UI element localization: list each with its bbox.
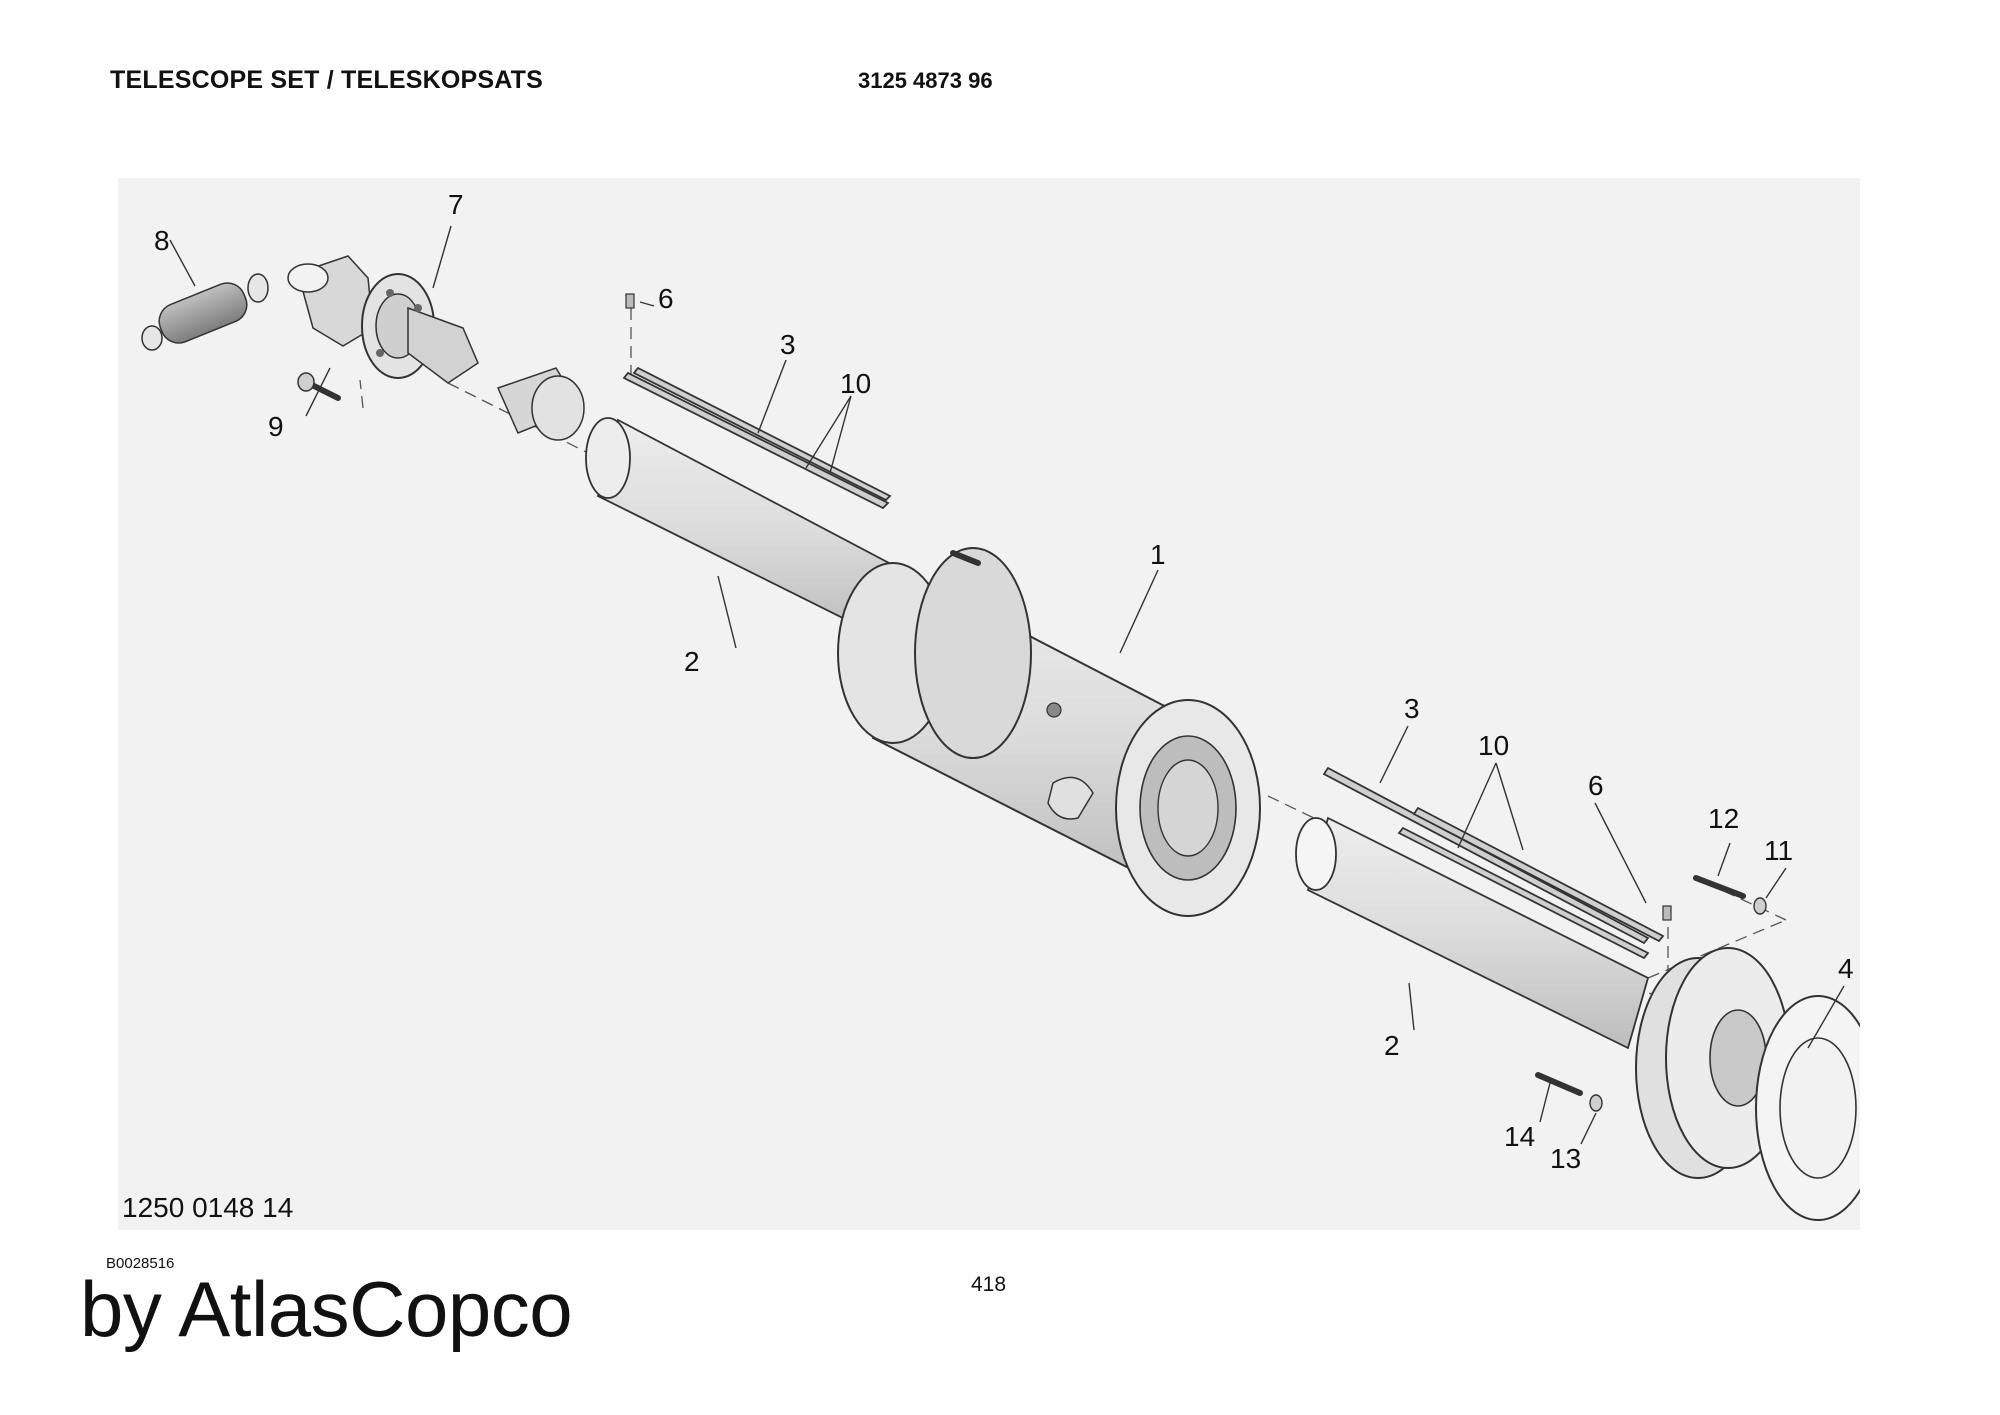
exploded-view-svg: 7 8 9 6 3 10 1 2 3 10 6 12 11 4 2 14 13 [141, 189, 1860, 1221]
callout-10-lower: 10 [1478, 730, 1509, 761]
callout-6-upper: 6 [658, 283, 674, 314]
part-number: 3125 4873 96 [858, 68, 993, 93]
part-6-upper-screw [625, 293, 635, 309]
callout-2-lower: 2 [1384, 1030, 1400, 1061]
callout-2-upper: 2 [684, 646, 700, 677]
callout-3-lower: 3 [1404, 693, 1420, 724]
page-title: TELESCOPE SET / TELESKOPSATS [110, 66, 543, 94]
callout-7: 7 [448, 189, 464, 220]
part-1-cylinder-body [837, 547, 1261, 917]
callout-3-upper: 3 [780, 329, 796, 360]
drawing-number: 1250 0148 14 [122, 1192, 294, 1223]
callout-8: 8 [154, 225, 170, 256]
part-3-10-lower-strips [1322, 766, 1665, 960]
callouts: 7 8 9 6 3 10 1 2 3 10 6 12 11 4 2 14 13 [154, 189, 1854, 1174]
reference-number: B0028516 [106, 1255, 175, 1272]
part-14-13-screw-washer [1535, 1072, 1603, 1112]
callout-1: 1 [1150, 539, 1166, 570]
callout-14: 14 [1504, 1121, 1535, 1152]
part-4-ring [1755, 995, 1860, 1221]
part-8-pin [141, 273, 269, 351]
coupling [496, 367, 585, 441]
brand-watermark: by AtlasCopco [80, 1265, 573, 1353]
callout-12: 12 [1708, 803, 1739, 834]
callout-10-upper: 10 [840, 368, 871, 399]
part-7-clevis-flange [287, 255, 479, 384]
callout-4: 4 [1838, 953, 1854, 984]
part-9-screw [297, 372, 341, 401]
part-6-lower-screw [1662, 905, 1672, 921]
part-2-lower-tube [1295, 816, 1650, 1050]
part-12-11-screw-washer [1693, 875, 1767, 915]
callout-13: 13 [1550, 1143, 1581, 1174]
part-3-10-upper-strips [622, 366, 892, 510]
callout-9: 9 [268, 411, 284, 442]
leader-lines [169, 225, 1845, 1145]
page-number: 418 [971, 1273, 1007, 1296]
callout-6-lower: 6 [1588, 770, 1604, 801]
callout-11: 11 [1764, 835, 1793, 866]
exploded-view-drawing: 7 8 9 6 3 10 1 2 3 10 6 12 11 4 2 14 13 [118, 178, 1860, 1230]
